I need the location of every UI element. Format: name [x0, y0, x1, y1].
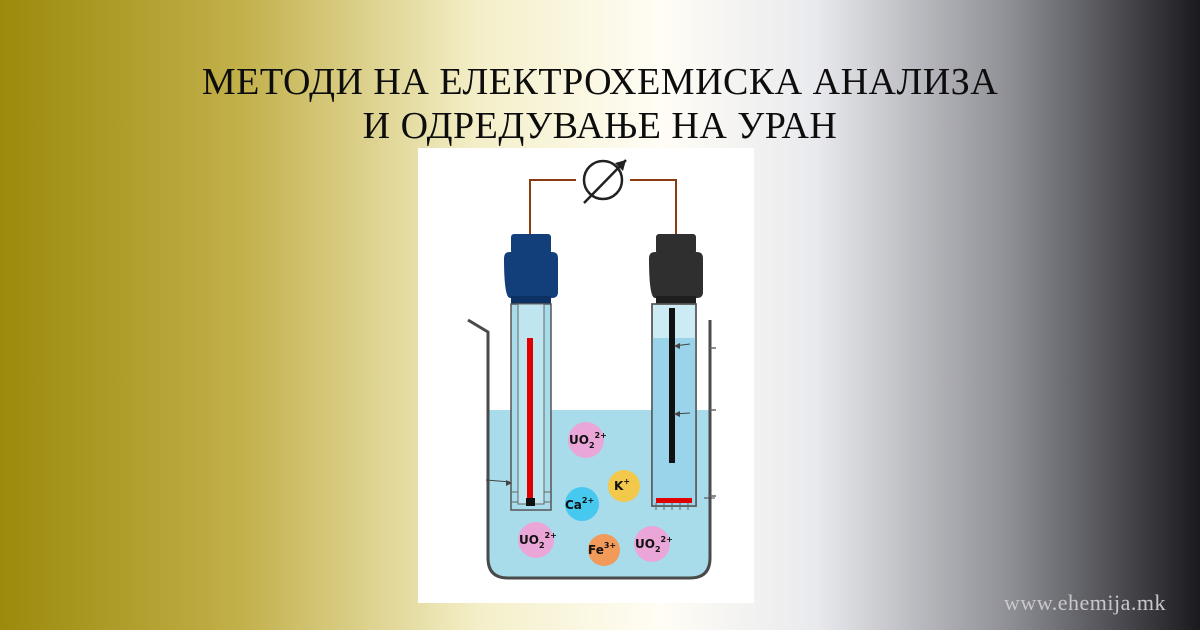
title-line-1: МЕТОДИ НА ЕЛЕКТРОХЕМИСКА АНАЛИЗА [201, 61, 999, 103]
left-electrode [485, 234, 558, 511]
beaker [467, 318, 712, 580]
ion-ca: Ca2+ [565, 487, 599, 521]
ion-fe: Fe3+ [588, 534, 620, 566]
electrochemical-cell-diagram: UO22+ K+ Ca2+ UO22+ Fe3+ [467, 159, 716, 580]
title-line-2: И ОДРЕДУВАЊЕ НА УРАН [362, 105, 838, 147]
meter-icon [582, 159, 624, 201]
svg-text:UO22+: UO22+ [519, 531, 557, 550]
diagram-panel: UO22+ K+ Ca2+ UO22+ Fe3+ [418, 148, 754, 603]
site-watermark: www.ehemija.mk [1004, 590, 1166, 615]
page-title: МЕТОДИ НА ЕЛЕКТРОХЕМИСКА АНАЛИЗА И ОДРЕД… [0, 60, 1200, 148]
beaker-scale [710, 347, 716, 497]
ion-uo2-a: UO22+ [568, 422, 607, 458]
svg-text:K+: K+ [614, 477, 630, 493]
meter-needle [583, 159, 627, 204]
svg-text:Fe3+: Fe3+ [588, 541, 616, 557]
left-inner-wire [527, 338, 533, 498]
ion-uo2-b: UO22+ [518, 522, 557, 558]
svg-text:UO22+: UO22+ [635, 535, 673, 554]
circuit-wire [529, 179, 677, 238]
right-inner-wire [669, 308, 675, 463]
ion-k: K+ [608, 470, 640, 502]
svg-text:Ca2+: Ca2+ [565, 496, 594, 512]
svg-text:UO22+: UO22+ [569, 431, 607, 450]
meter-arrowhead [615, 160, 626, 171]
ion-uo2-c: UO22+ [634, 526, 673, 562]
right-electrode [649, 234, 715, 510]
